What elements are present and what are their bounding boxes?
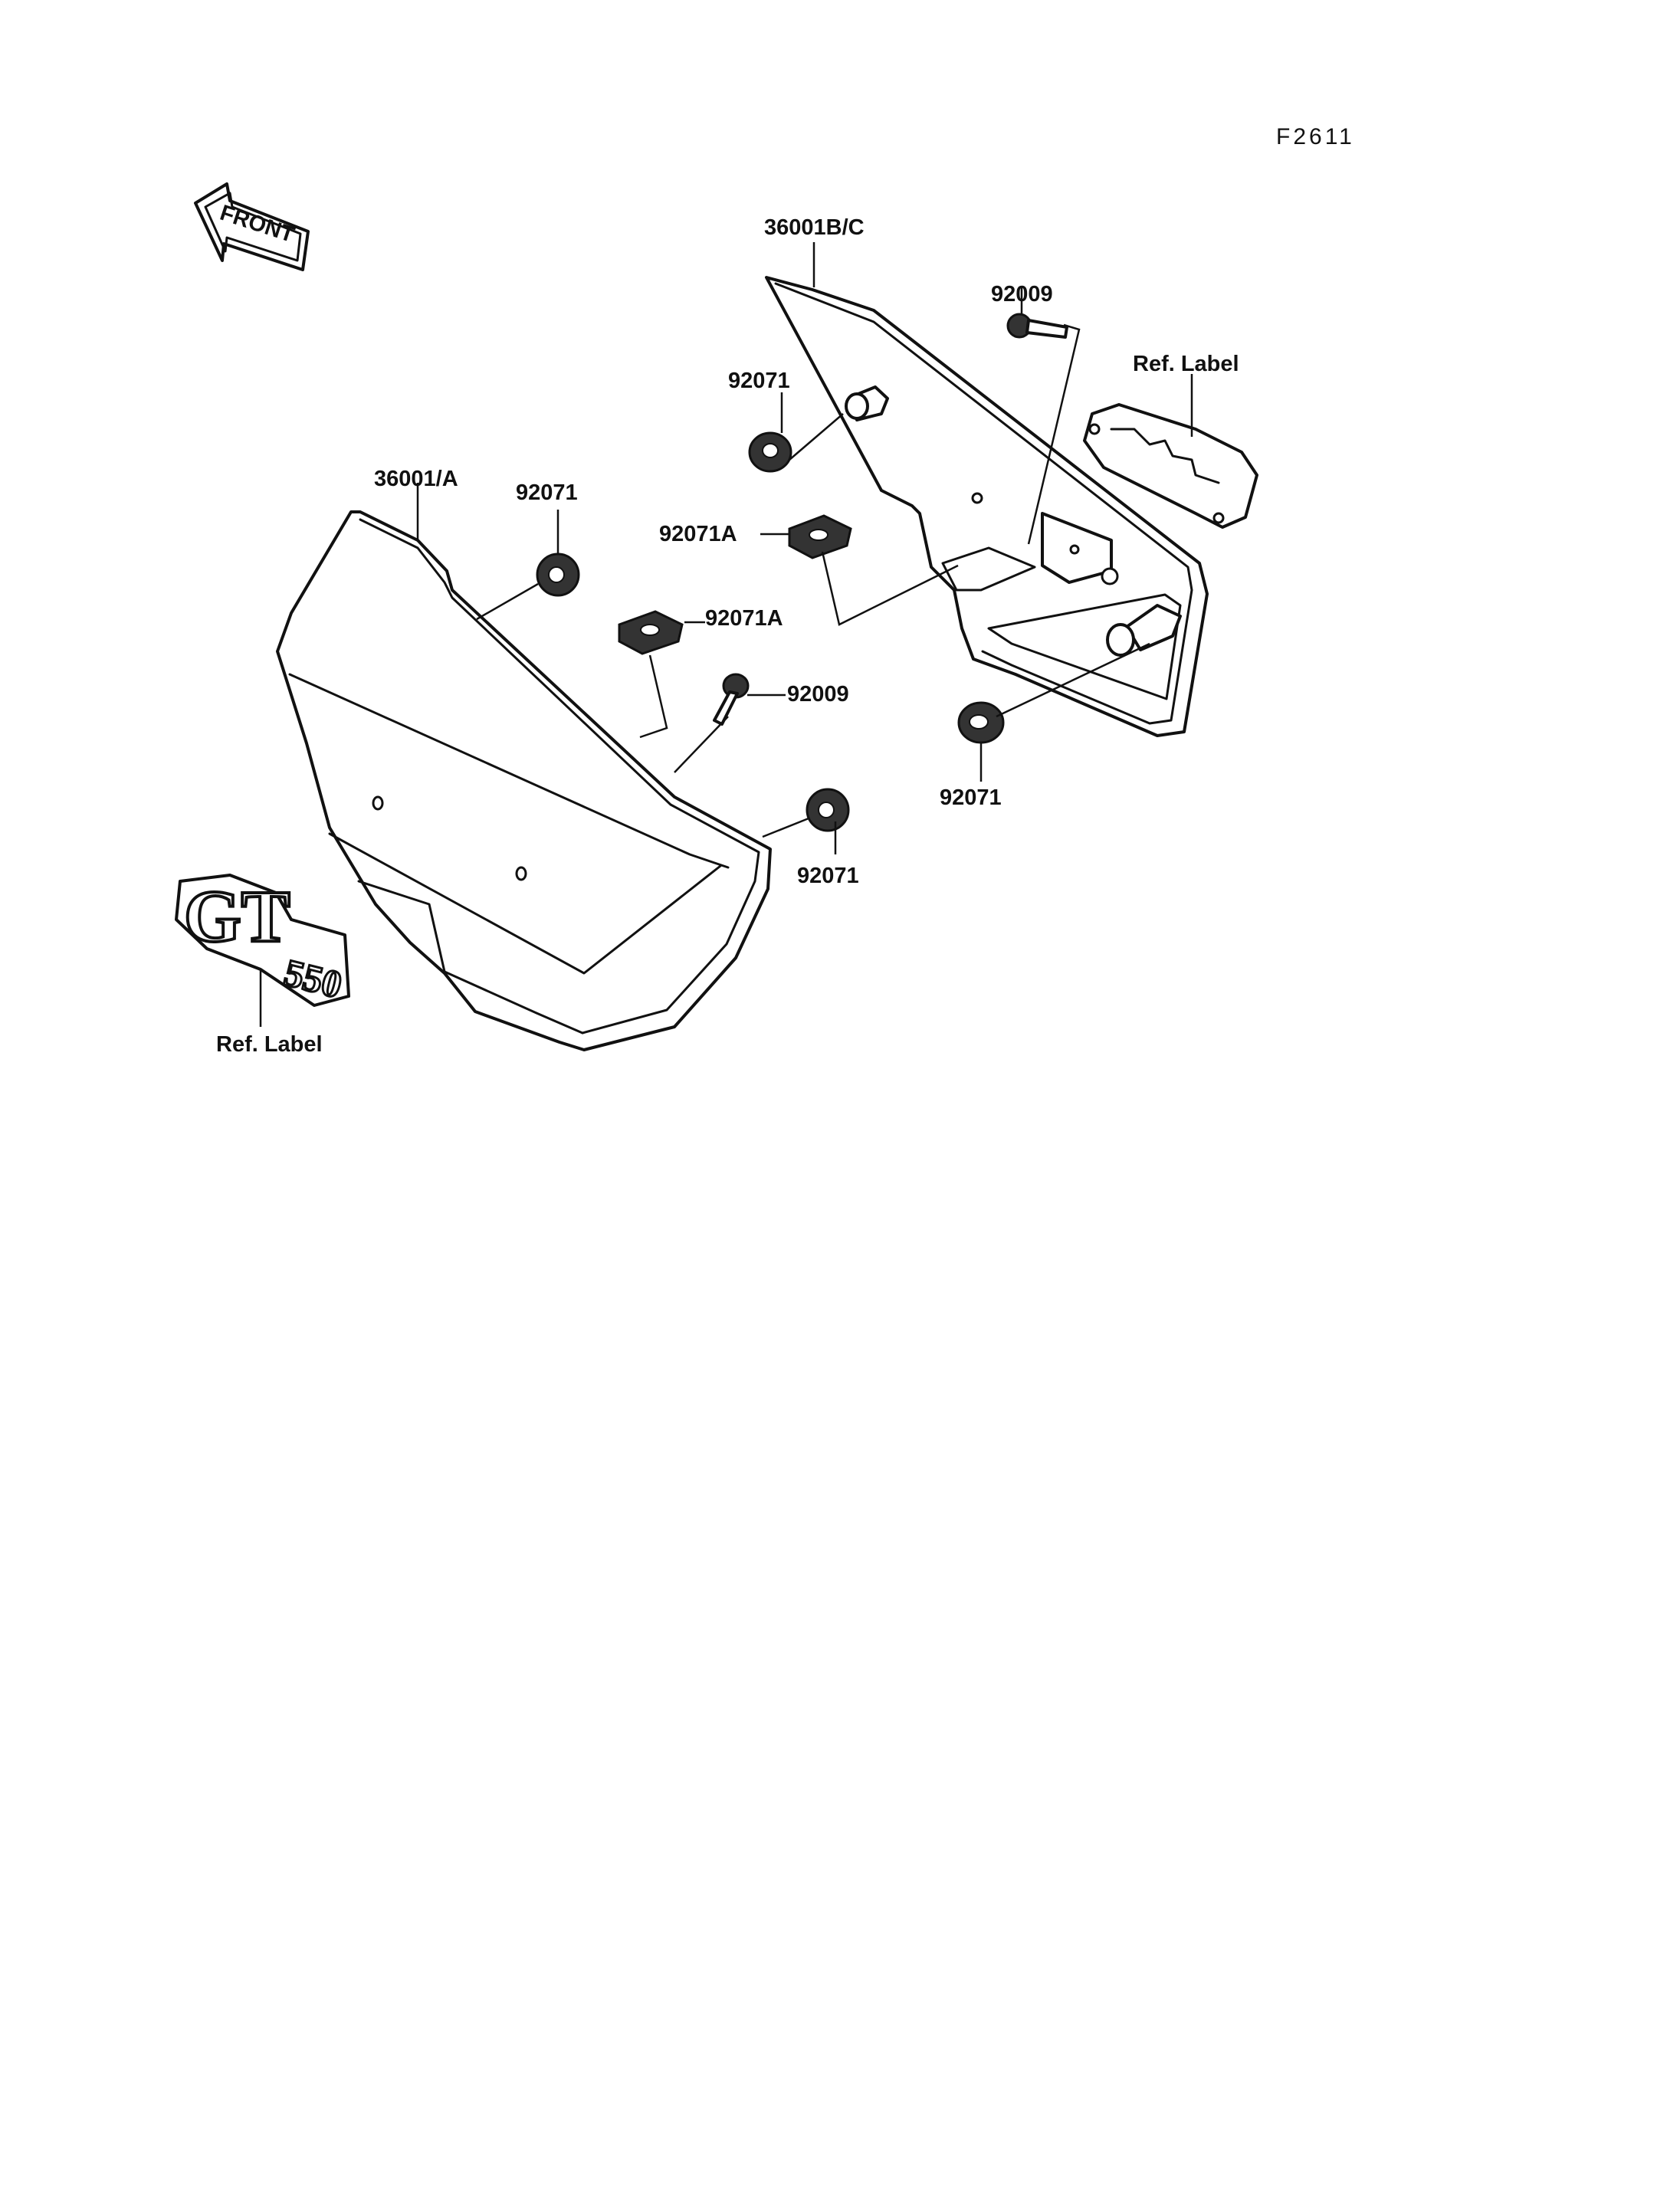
bolt-92009-left — [713, 673, 750, 726]
callout-92009-left: 92009 — [787, 682, 849, 707]
callout-36001a: 36001/A — [374, 467, 458, 491]
grommet-92071-upper-left — [536, 553, 580, 597]
grommet-92071-lower-right — [957, 701, 1005, 744]
left-side-cover — [276, 510, 772, 1051]
bolt-92009-right — [1006, 313, 1068, 339]
grommet-92071a-left — [618, 610, 684, 655]
callout-92009-right: 92009 — [991, 282, 1053, 307]
grommet-92071a-right — [788, 514, 852, 559]
ref-label-right-emblem — [1083, 403, 1258, 529]
front-arrow-icon: FRONT — [194, 182, 310, 271]
callout-92071a-left: 92071A — [705, 606, 783, 631]
callout-92071-upper-right: 92071 — [728, 369, 790, 393]
emblem-number: 550 — [280, 951, 346, 1006]
callout-36001bc: 36001B/C — [764, 215, 865, 240]
callout-92071-lower-right: 92071 — [940, 785, 1002, 810]
grommet-92071-upper-right — [748, 431, 792, 473]
callout-92071-lower-left: 92071 — [797, 864, 859, 888]
right-side-cover — [765, 276, 1209, 737]
leader-lines — [259, 242, 1193, 1027]
figure-code: F2611 — [1276, 124, 1355, 149]
grommet-92071-lower-left — [806, 788, 850, 832]
callout-92071-upper-left: 92071 — [516, 480, 578, 505]
callout-ref-label-left: Ref. Label — [216, 1032, 323, 1057]
callout-92071a-right: 92071A — [659, 522, 737, 546]
gt550-emblem: GT 550 — [175, 874, 350, 1008]
emblem-letters: GT — [184, 875, 290, 957]
callout-ref-label-right: Ref. Label — [1133, 352, 1239, 376]
